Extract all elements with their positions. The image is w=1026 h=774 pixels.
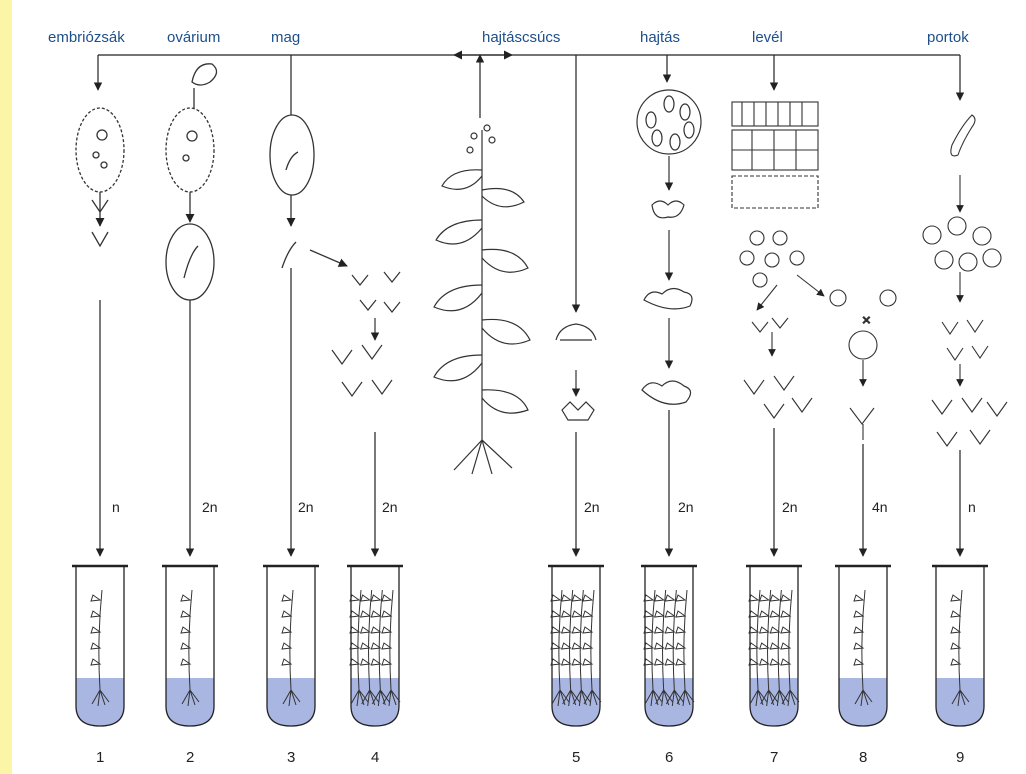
- label-ovarium: ovárium: [167, 29, 220, 46]
- tube-number-6: 6: [665, 749, 673, 766]
- tube-number-3: 3: [287, 749, 295, 766]
- test-tube-2: 2: [162, 566, 218, 766]
- test-tube-1: 1: [72, 566, 128, 766]
- culture-medium: [750, 678, 798, 726]
- ploidy-3: 2n: [298, 499, 314, 515]
- anther-pollen-culture: [923, 115, 1007, 446]
- label-embriozsak: embriózsák: [48, 29, 125, 46]
- label-hajtas: hajtás: [640, 29, 680, 46]
- test-tube-5: 5: [548, 566, 604, 766]
- test-tubes: 1 2 3 4 5 6 7 8 9: [72, 566, 988, 766]
- test-tube-9: 9: [932, 566, 988, 766]
- svg-text:×: ×: [862, 312, 871, 329]
- tube-number-8: 8: [859, 749, 867, 766]
- ploidy-5: 2n: [584, 499, 600, 515]
- branch-arrows: [98, 55, 960, 312]
- culture-medium: [351, 678, 399, 726]
- stem-section-culture: [637, 90, 701, 404]
- ovary-explant: [166, 64, 217, 300]
- test-tube-7: 7: [746, 566, 802, 766]
- label-portok: portok: [927, 29, 969, 46]
- ploidy-labels: n 2n 2n 2n 2n 2n 2n 4n n: [112, 499, 976, 515]
- seed-explant: [270, 115, 347, 268]
- test-tube-8: 8: [835, 566, 891, 766]
- tube-number-1: 1: [96, 749, 104, 766]
- ploidy-7: 2n: [782, 499, 798, 515]
- ploidy-8: 4n: [872, 499, 888, 515]
- culture-medium: [645, 678, 693, 726]
- embryo-clusters: [332, 272, 400, 396]
- test-tube-4: 4: [347, 566, 403, 766]
- ploidy-4: 2n: [382, 499, 398, 515]
- figure-frame: embriózsák ovárium mag hajtáscsúcs hajtá…: [12, 0, 1026, 774]
- culture-medium: [552, 678, 600, 726]
- label-mag: mag: [271, 29, 300, 46]
- test-tube-3: 3: [263, 566, 319, 766]
- mother-plant: [434, 125, 530, 474]
- arrows-to-tubes: [100, 268, 960, 556]
- ploidy-1: n: [112, 499, 120, 515]
- label-level: levél: [752, 29, 783, 46]
- test-tube-6: 6: [641, 566, 697, 766]
- protoplast-fusion-culture: ×: [830, 290, 896, 440]
- embryo-sac-explant: [76, 108, 124, 246]
- tube-number-2: 2: [186, 749, 194, 766]
- label-hajtascsucs: hajtáscsúcs: [482, 29, 560, 46]
- shoot-tip-culture: [556, 324, 596, 420]
- ploidy-6: 2n: [678, 499, 694, 515]
- leaf-tissue-culture: [732, 102, 824, 418]
- ploidy-2: 2n: [202, 499, 218, 515]
- tube-number-4: 4: [371, 749, 379, 766]
- tube-number-7: 7: [770, 749, 778, 766]
- tube-number-9: 9: [956, 749, 964, 766]
- ploidy-9: n: [968, 499, 976, 515]
- micropropagation-diagram: embriózsák ovárium mag hajtáscsúcs hajtá…: [12, 0, 1026, 774]
- tube-number-5: 5: [572, 749, 580, 766]
